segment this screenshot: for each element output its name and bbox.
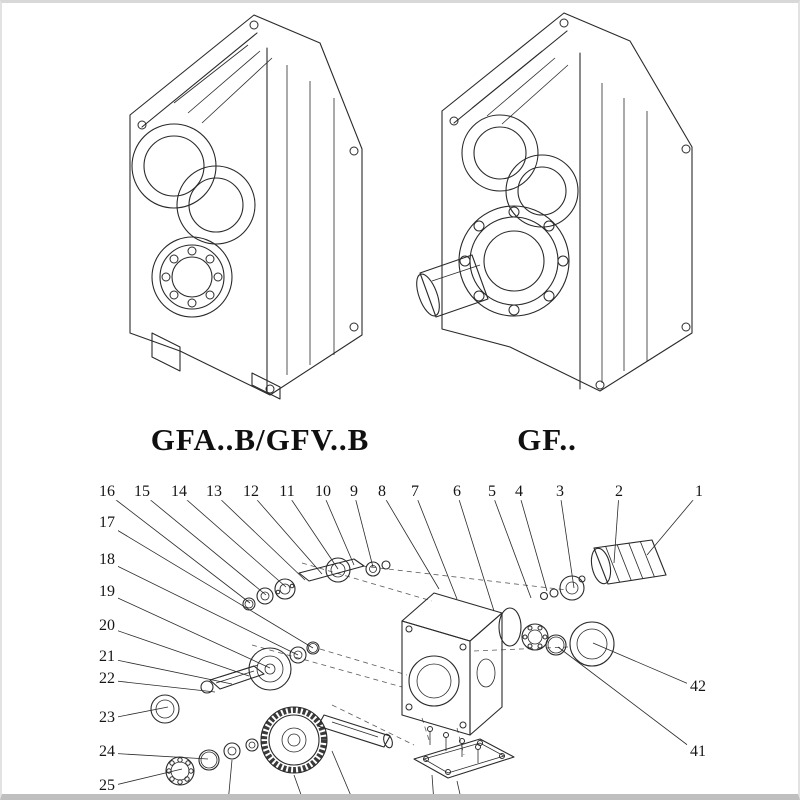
leader-line-part-9 [353, 492, 374, 568]
callout-leader-lines [106, 492, 700, 788]
leader-line-part-42 [592, 642, 699, 689]
leader-line-part-2 [613, 492, 620, 564]
leader-line-part-23 [106, 706, 169, 720]
leader-line-part-25 [106, 768, 183, 788]
leader-line-part-1 [646, 492, 700, 556]
leader-line-part-19 [106, 592, 271, 669]
leader-line-part-17 [106, 523, 314, 649]
exploded-parts-drawing [150, 539, 667, 794]
gearbox-drawing-foot-mounted [129, 14, 363, 400]
model-label-right: GF.. [517, 422, 577, 457]
cropped-leader-lines [228, 750, 461, 794]
leader-line-part-22 [106, 679, 216, 693]
leader-line-part-12 [250, 492, 323, 575]
leader-line-part-5 [491, 492, 532, 599]
leader-line-part-18 [106, 560, 299, 656]
leader-line-part-8 [381, 492, 440, 590]
leader-line-part-11 [286, 492, 339, 570]
model-label-left: GFA..B/GFV..B [150, 422, 370, 457]
leader-line-part-13 [213, 492, 306, 581]
leader-line-part-7 [414, 492, 458, 600]
gearbox-drawing-shaft-output [416, 12, 693, 392]
leader-line-part-21 [106, 657, 233, 685]
leader-line-part-10 [322, 492, 355, 566]
leader-line-part-15 [141, 492, 267, 596]
leader-line-part-14 [178, 492, 287, 588]
leader-line-part-4 [518, 492, 548, 592]
leader-line-part-41 [557, 646, 699, 754]
leader-line-part-16 [106, 492, 251, 604]
leader-line-part-3 [559, 492, 575, 589]
leader-line-part-6 [456, 492, 495, 612]
gearbox-line-art [106, 12, 700, 794]
leader-line-part-20 [106, 626, 250, 677]
leader-line-part-24 [106, 752, 209, 760]
